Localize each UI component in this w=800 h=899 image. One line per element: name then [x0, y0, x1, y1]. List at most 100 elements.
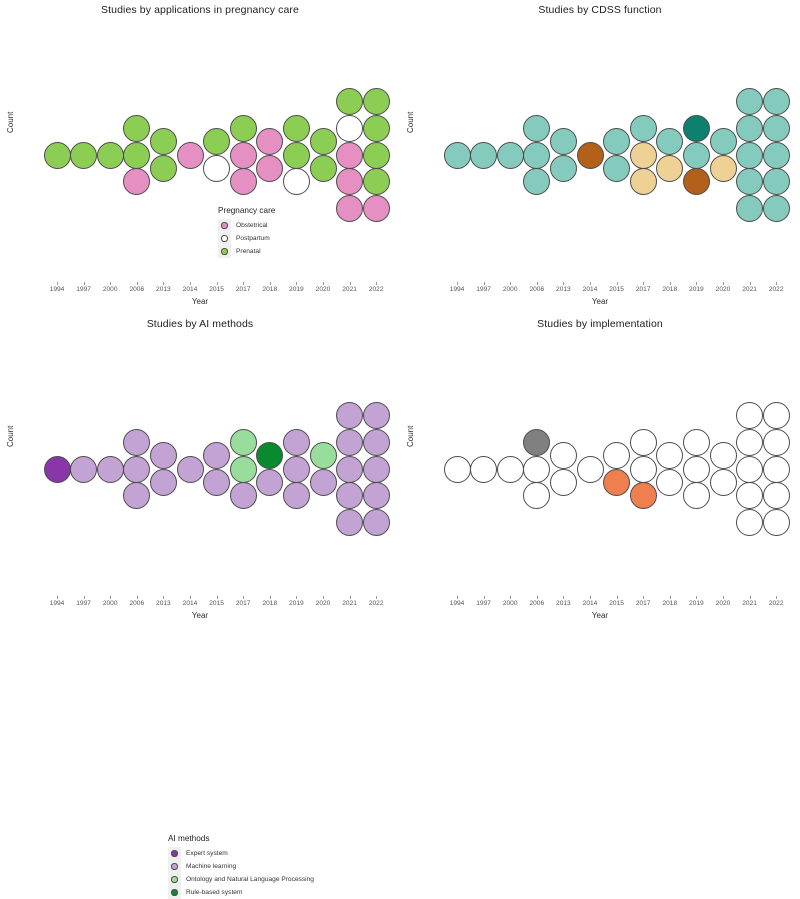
legend-color-dot-icon — [171, 876, 178, 883]
x-axis-tick-label: 1997 — [476, 600, 491, 607]
panel-title: Studies by applications in pregnancy car… — [101, 4, 299, 16]
x-axis-tick — [190, 596, 191, 599]
x-axis-tick — [563, 282, 565, 285]
x-axis-tick-label: 2013 — [156, 286, 171, 293]
dot-marker — [736, 402, 764, 430]
dot-marker — [762, 88, 790, 116]
dot-marker — [149, 442, 177, 470]
dot-marker — [523, 141, 551, 169]
dot-marker — [656, 468, 684, 496]
legend-title: AI methods — [168, 834, 210, 843]
x-axis-tick — [163, 596, 165, 599]
x-axis-tick-label: 2022 — [368, 286, 384, 293]
x-axis-tick — [136, 596, 138, 599]
dot-marker — [682, 141, 710, 169]
dot-marker — [362, 168, 390, 196]
legend-item-label: Rule-based system — [186, 889, 243, 896]
dot-marker — [336, 194, 364, 222]
legend-item[interactable]: Obstetrical — [218, 219, 275, 232]
dot-marker — [629, 114, 657, 142]
x-axis-tick — [323, 596, 324, 599]
dot-marker — [229, 428, 257, 456]
x-axis-tick-label: 1994 — [449, 600, 465, 607]
legend-item[interactable]: Postpartum — [218, 232, 275, 245]
legend-color-dot-icon — [171, 850, 178, 857]
legend-item-label: Machine learning — [186, 863, 237, 870]
x-axis-tick-label: 2019 — [289, 600, 304, 607]
legend-item[interactable]: Machine learning — [168, 860, 314, 873]
x-axis-tick-label: 2006 — [529, 600, 545, 607]
dot-marker — [123, 141, 151, 169]
dot-marker — [176, 141, 204, 169]
x-axis-tick — [457, 282, 458, 285]
plot-area — [0, 314, 400, 628]
dot-marker — [736, 508, 764, 536]
x-axis-tick — [563, 596, 565, 599]
dot-marker — [523, 428, 551, 456]
dot-marker — [682, 114, 710, 142]
dot-marker — [470, 141, 498, 169]
dot-marker — [336, 455, 364, 483]
dot-marker — [523, 114, 551, 142]
dot-marker — [629, 168, 657, 196]
legend-item[interactable]: Prenatal — [218, 245, 275, 258]
legend-title: Pregnancy care — [218, 206, 276, 215]
plot-area — [400, 0, 800, 314]
x-axis-tick — [749, 282, 751, 285]
dot-marker — [362, 402, 390, 430]
x-axis-tick-label: 2006 — [129, 600, 145, 607]
dot-marker — [682, 455, 710, 483]
x-axis-tick-label: 2000 — [102, 286, 118, 293]
dot-marker — [256, 442, 284, 470]
dot-marker — [523, 168, 551, 196]
x-axis-tick — [216, 596, 218, 599]
dot-marker — [362, 455, 390, 483]
x-axis-tick-label: 2019 — [689, 600, 704, 607]
x-axis-tick — [590, 596, 591, 599]
dot-marker — [282, 168, 310, 196]
dot-marker — [603, 128, 631, 156]
legend-item[interactable]: Rule-based system — [168, 886, 314, 899]
dot-marker — [203, 468, 231, 496]
dot-marker — [656, 154, 684, 182]
dot-marker — [656, 128, 684, 156]
x-axis-tick — [110, 282, 112, 285]
dot-marker — [149, 154, 177, 182]
dot-marker — [282, 141, 310, 169]
x-axis-tick — [296, 282, 298, 285]
dot-marker — [549, 128, 577, 156]
x-axis-tick — [483, 596, 485, 599]
dot-marker — [336, 428, 364, 456]
x-axis-tick-label: 2015 — [609, 286, 624, 293]
dot-marker — [736, 88, 764, 116]
legend-item-label: Prenatal — [236, 248, 261, 255]
x-axis-tick-label: 2000 — [502, 286, 518, 293]
x-axis-tick — [616, 282, 618, 285]
dot-marker — [549, 154, 577, 182]
dot-marker — [123, 114, 151, 142]
legend-item[interactable]: Ontology and Natural Language Processing — [168, 873, 314, 886]
x-axis-tick — [269, 282, 271, 285]
x-axis-tick-label: 1997 — [76, 600, 91, 607]
x-axis-label: Year — [191, 611, 209, 620]
x-axis-tick-label: 2018 — [262, 286, 278, 293]
x-axis-tick-label: 1997 — [76, 286, 91, 293]
x-axis-tick-label: 2019 — [289, 286, 304, 293]
x-axis-tick-label: 2022 — [768, 600, 784, 607]
dot-marker — [309, 154, 337, 182]
dot-marker — [70, 455, 98, 483]
dot-marker — [149, 468, 177, 496]
x-axis-tick-label: 2021 — [342, 600, 357, 607]
x-axis-tick-label: 2020 — [715, 600, 731, 607]
x-axis-tick — [57, 282, 58, 285]
x-axis-tick — [483, 282, 485, 285]
legend-item[interactable]: Expert system — [168, 847, 314, 860]
dot-marker — [549, 468, 577, 496]
legend-swatch-box — [218, 219, 231, 232]
x-axis-tick-label: 2018 — [262, 600, 278, 607]
dot-marker — [176, 455, 204, 483]
x-axis-tick-label: 1997 — [476, 286, 491, 293]
dot-marker — [736, 482, 764, 510]
